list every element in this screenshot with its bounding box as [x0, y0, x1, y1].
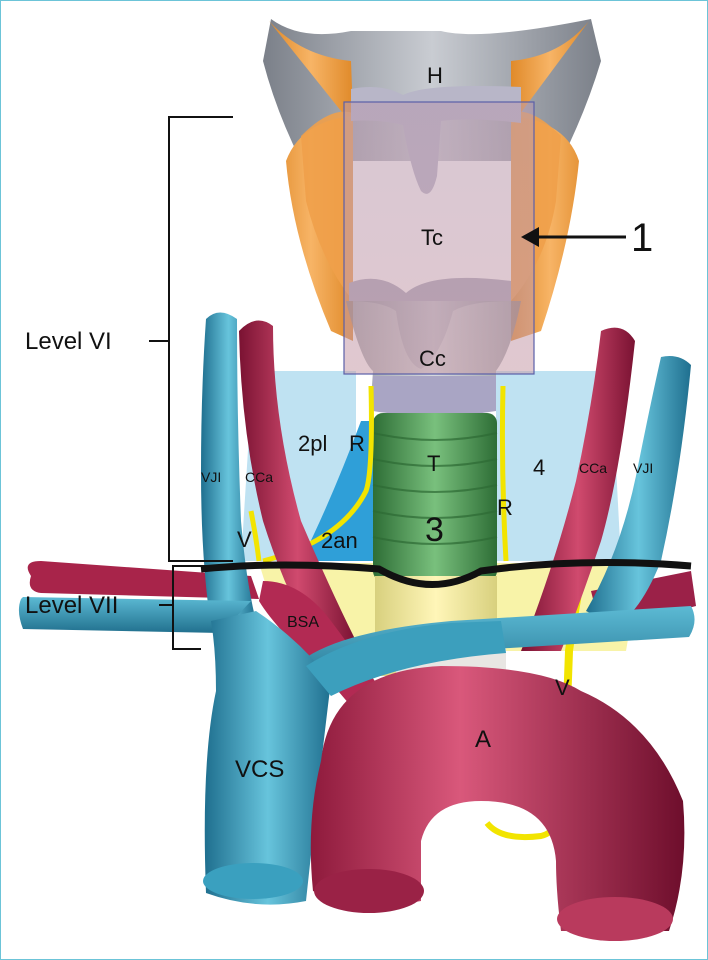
vagus-nerve-left-label: V	[237, 527, 252, 552]
aorta-ascending-opening	[314, 869, 424, 913]
jugular-vein-right	[586, 356, 691, 626]
region-1-arrow	[521, 227, 626, 247]
region-4-label: 4	[533, 455, 545, 480]
subclavian-artery-left	[27, 561, 259, 599]
region-2pl-label: 2pl	[298, 431, 327, 456]
vena-cava-label: VCS	[235, 756, 284, 783]
region-1-label: 1	[631, 216, 653, 260]
recurrent-nerve-right	[499, 385, 509, 562]
vagus-nerve-left	[248, 510, 262, 562]
level-vii-bracket	[172, 565, 223, 650]
superior-vena-cava	[204, 611, 331, 905]
aortic-arch	[310, 666, 685, 931]
jugular-vein-right-label: VJI	[633, 460, 653, 476]
vena-cava-opening	[203, 863, 303, 899]
thyroid-cartilage-label: Tc	[421, 225, 443, 250]
region-1-box	[343, 101, 535, 375]
bsa-label: BSA	[287, 614, 319, 631]
brachiocephalic-vein-overlap	[306, 621, 506, 696]
common-carotid-artery-right	[521, 327, 635, 651]
jugular-vein-left	[201, 312, 256, 626]
subclavian-vein-left	[18, 597, 251, 633]
level-vii-label: Level VII	[25, 592, 118, 619]
common-carotid-artery-left	[239, 320, 356, 651]
trachea-label: T	[427, 451, 440, 476]
recurrent-nerve-left-label: R	[349, 431, 365, 456]
vagus-nerve-right-label: V	[555, 675, 570, 700]
recurrent-nerve-right-label: R	[497, 495, 513, 520]
aorta-descending-opening	[557, 897, 673, 941]
level-boundary-line	[200, 558, 692, 588]
carotid-artery-left-label: CCa	[245, 469, 273, 485]
level-vi-label: Level VI	[25, 328, 112, 355]
hyoid-label: H	[427, 63, 443, 88]
aorta-label: A	[475, 726, 491, 753]
region-2an-area	[301, 421, 373, 561]
cricoid-cartilage-label: Cc	[419, 346, 446, 371]
carotid-artery-right-label: CCa	[579, 460, 607, 476]
jugular-vein-left-label: VJI	[201, 469, 221, 485]
larynx	[263, 19, 601, 416]
level-vi-bracket	[168, 116, 233, 562]
region-3-label: 3	[425, 511, 444, 549]
region-2an-label: 2an	[321, 528, 358, 553]
cricoid-ring	[373, 376, 496, 416]
